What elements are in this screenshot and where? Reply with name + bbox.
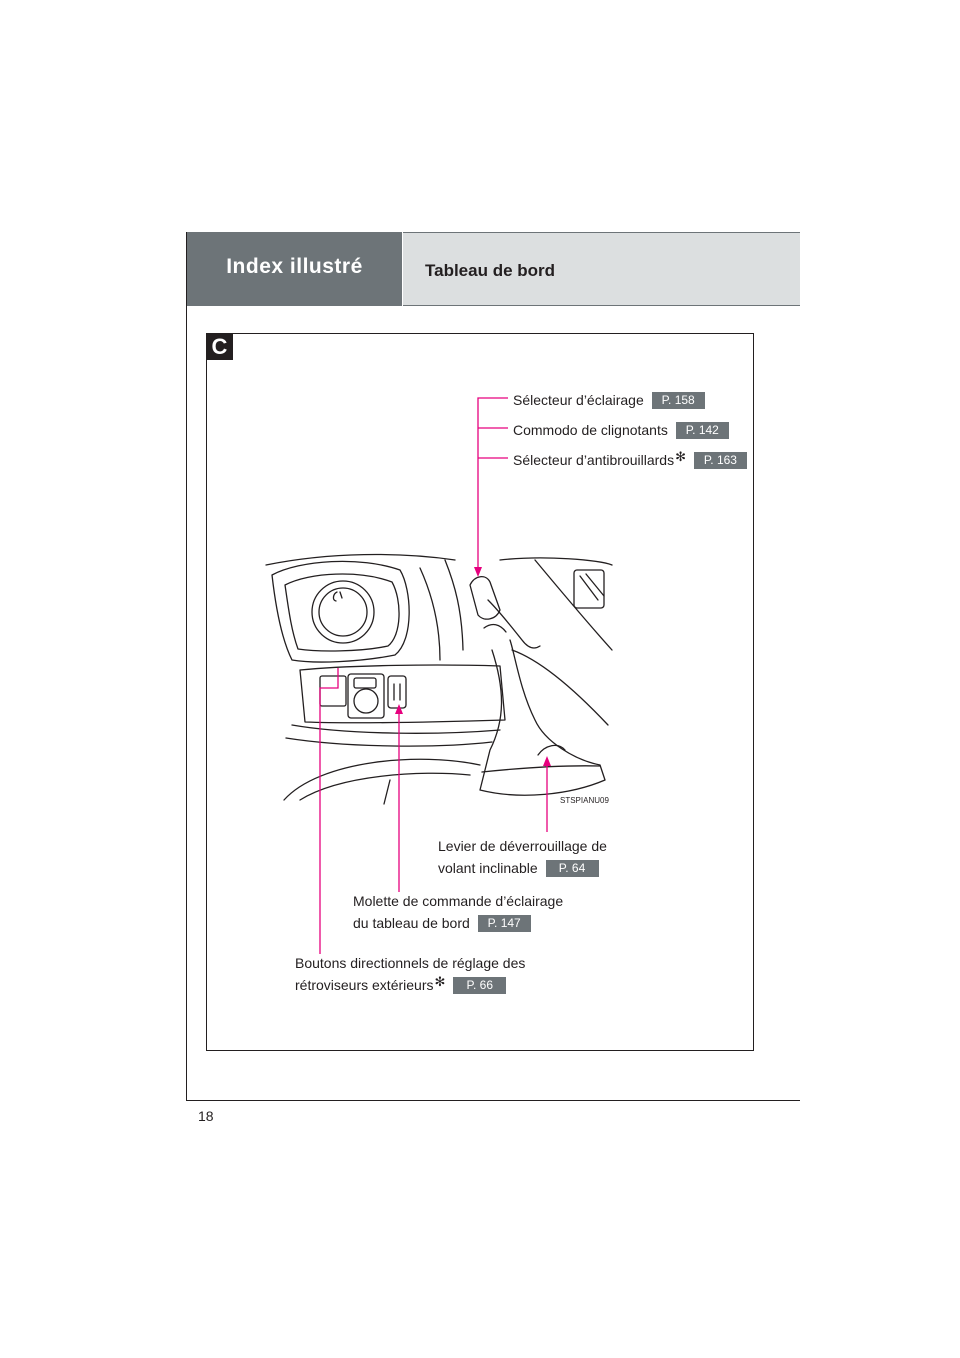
optional-equipment-asterisk: ✻ (675, 449, 686, 464)
air-vent (573, 569, 605, 609)
gauge-outer (311, 580, 375, 644)
dimmer-dial-detail (393, 683, 401, 701)
section-title: Index illustré (187, 232, 402, 306)
cluster-hood-inner (284, 573, 400, 652)
mirror-lr-selector (353, 677, 377, 689)
steering-wheel-rim (499, 557, 613, 566)
subtitle-band: Tableau de bord (403, 232, 800, 306)
light-switch-knob (469, 576, 501, 620)
callout-tilt-release-lever: Levier de déverrouillage de volant incli… (438, 835, 607, 879)
lower-dash-sweep-2 (299, 772, 471, 801)
figure-box (206, 333, 754, 1051)
gauge-inner (318, 587, 368, 637)
callout-label-line2: du tableau de bord (353, 915, 470, 931)
callout-label: Sélecteur d’antibrouillards (513, 452, 675, 468)
dash-vertical (444, 559, 464, 651)
callout-label: Commodo de clignotants (513, 422, 668, 438)
callout-dash-light-dial: Molette de commande d’éclairage du table… (353, 890, 563, 934)
page-frame-left-rule (186, 232, 187, 1101)
column-lower-shroud (481, 765, 601, 773)
arrowhead-dimmer (395, 704, 403, 714)
page-ref-link[interactable]: P. 147 (477, 914, 531, 932)
gauge-needle-mark (332, 591, 343, 602)
page-ref-link[interactable]: P. 163 (693, 451, 747, 469)
dash-top-line-2 (419, 567, 441, 661)
page-number: 18 (198, 1108, 214, 1124)
page-subtitle: Tableau de bord (425, 261, 556, 280)
panel-shelf-line (291, 724, 501, 734)
switch-stalk (487, 599, 541, 649)
page-frame-bottom-rule (186, 1100, 800, 1101)
mirror-control-housing (347, 673, 385, 719)
callout-label-line1: Molette de commande d’éclairage (353, 893, 564, 909)
callout-fog-light-selector: Sélecteur d’antibrouillards✻ P. 163 (513, 449, 747, 472)
page-ref-link[interactable]: P. 158 (651, 391, 705, 409)
steering-wheel-inner (534, 559, 613, 651)
callout-lighting-selector: Sélecteur d’éclairage P. 158 (513, 389, 705, 411)
callout-turn-signal-lever: Commodo de clignotants P. 142 (513, 419, 729, 441)
stalk-band (483, 623, 507, 633)
panel-shelf-line-2 (285, 737, 493, 747)
mirror-switch-plate (319, 675, 347, 707)
callout-label-line2: volant inclinable (438, 860, 538, 876)
page-ref-link[interactable]: P. 66 (453, 976, 507, 994)
section-letter-tag: C (206, 333, 233, 360)
kick-panel-line (383, 779, 391, 805)
callout-label: Sélecteur d’éclairage (513, 392, 644, 408)
callout-label-line1: Boutons directionnels de réglage des (295, 955, 526, 971)
dimmer-dial-housing (387, 675, 407, 709)
steering-column-shroud (479, 639, 606, 796)
tilt-lever (537, 744, 566, 756)
arrowhead-lighting (474, 567, 482, 577)
mirror-joystick (353, 688, 379, 714)
lower-panel-outline (299, 664, 506, 724)
page-header: Index illustré Tableau de bord (187, 232, 800, 306)
callout-label-line1: Levier de déverrouillage de (438, 838, 607, 854)
air-vent-slats (579, 573, 605, 601)
callout-line-mirror (319, 668, 339, 954)
optional-equipment-asterisk: ✻ (434, 974, 446, 989)
lower-dash-sweep (283, 758, 481, 801)
steering-wheel-spoke (511, 649, 609, 726)
dash-top-line (265, 553, 456, 566)
image-code: STSPIANU09 (560, 796, 609, 805)
callout-line-lighting (477, 397, 508, 570)
cluster-hood-outline (271, 560, 410, 663)
arrowhead-tilt (543, 756, 551, 766)
page-ref-link[interactable]: P. 64 (545, 859, 599, 877)
callout-mirror-buttons: Boutons directionnels de réglage des rét… (295, 952, 525, 997)
page-ref-link[interactable]: P. 142 (675, 421, 729, 439)
callout-label-line2: rétroviseurs extérieurs (295, 977, 434, 993)
